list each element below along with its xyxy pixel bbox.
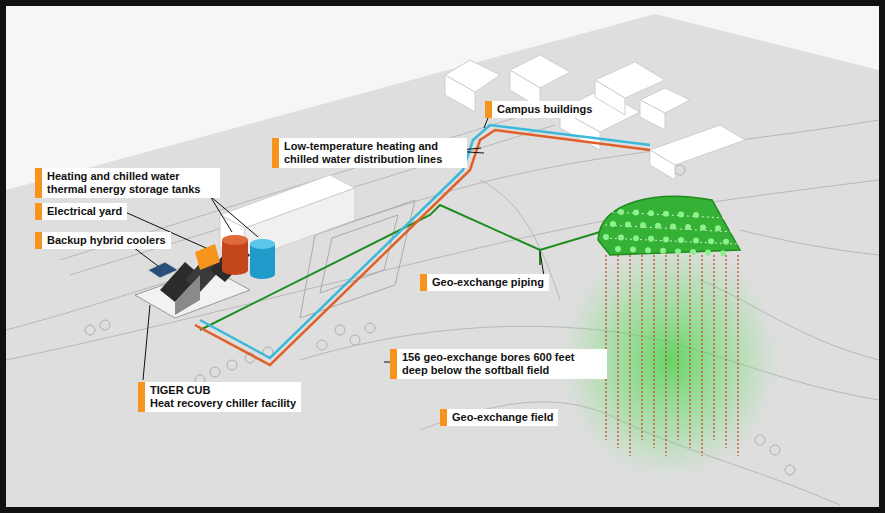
bore-dot — [715, 225, 721, 231]
callout-text: Backup hybrid coolers — [47, 234, 166, 247]
bore-dot — [645, 247, 651, 253]
bore-line — [629, 255, 630, 456]
bore-line — [713, 255, 714, 440]
callout-label: Heating and chilled water thermal energy… — [35, 168, 220, 198]
bore-line — [701, 255, 702, 456]
bore-dot — [603, 234, 609, 240]
bore-line — [689, 255, 690, 448]
bore-line — [653, 255, 654, 448]
bore-dot — [723, 239, 729, 245]
bore-dot — [615, 246, 621, 252]
callout-text: Heating and chilled water thermal energy… — [47, 170, 215, 196]
bore-line — [737, 255, 738, 456]
bore-dot — [693, 212, 699, 218]
bore-dot — [685, 224, 691, 230]
bore-dot — [708, 238, 714, 244]
callout-text: Heat recovery chiller facility — [150, 397, 296, 410]
bore-dot — [625, 222, 631, 228]
background — [6, 6, 879, 507]
bore-dot — [663, 211, 669, 217]
bore-dot — [690, 249, 696, 255]
callout-text: 156 geo-exchange bores 600 feet deep bel… — [402, 351, 602, 377]
callout-label: TIGER CUBHeat recovery chiller facility — [138, 382, 301, 412]
callout-text: Electrical yard — [47, 205, 122, 218]
geo-exchange-piping — [200, 205, 600, 330]
bore-dot — [678, 237, 684, 243]
bore-line — [725, 255, 726, 448]
callout-label: Geo-exchange field — [440, 409, 558, 426]
bore-dot — [630, 247, 636, 253]
callout-label: Low-temperature heating and chilled wate… — [272, 138, 467, 168]
bore-dot — [655, 223, 661, 229]
callout-label: 156 geo-exchange bores 600 feet deep bel… — [390, 349, 607, 379]
callout-label: Campus buildings — [485, 101, 597, 118]
geo-exchange-field — [598, 196, 740, 256]
bore-dot — [648, 236, 654, 242]
bore-line — [677, 255, 678, 440]
callout-label: Electrical yard — [35, 203, 127, 220]
bore-line — [665, 255, 666, 456]
bore-dot — [705, 250, 711, 256]
callout-text: Geo-exchange piping — [432, 276, 544, 289]
contours — [6, 110, 879, 505]
bore-dot — [660, 248, 666, 254]
callout-label: Geo-exchange piping — [420, 274, 549, 291]
ground-plane — [6, 14, 879, 507]
callout-text: Campus buildings — [497, 103, 592, 116]
bore-dot — [670, 223, 676, 229]
bore-dot — [693, 238, 699, 244]
bore-dot — [700, 225, 706, 231]
bore-dot — [640, 222, 646, 228]
geo-bores — [606, 255, 738, 456]
callout-label: Backup hybrid coolers — [35, 232, 171, 249]
campus-buildings — [220, 55, 745, 260]
bore-dot — [678, 211, 684, 217]
callout-text: Low-temperature heating and chilled wate… — [284, 140, 462, 166]
bore-dot — [675, 248, 681, 254]
bore-dot — [618, 209, 624, 215]
bore-dot — [720, 250, 726, 256]
bore-dot — [618, 235, 624, 241]
bore-dot — [633, 235, 639, 241]
bore-line — [605, 255, 606, 440]
bore-line — [641, 255, 642, 440]
callout-text: TIGER CUB — [150, 384, 296, 397]
bore-dot — [610, 221, 616, 227]
storage-tanks — [222, 235, 275, 279]
bore-line — [617, 255, 618, 448]
leader-lines — [125, 118, 545, 380]
callout-text: Geo-exchange field — [452, 411, 553, 424]
bore-dot — [633, 210, 639, 216]
bore-dot — [663, 236, 669, 242]
bore-dot — [648, 210, 654, 216]
